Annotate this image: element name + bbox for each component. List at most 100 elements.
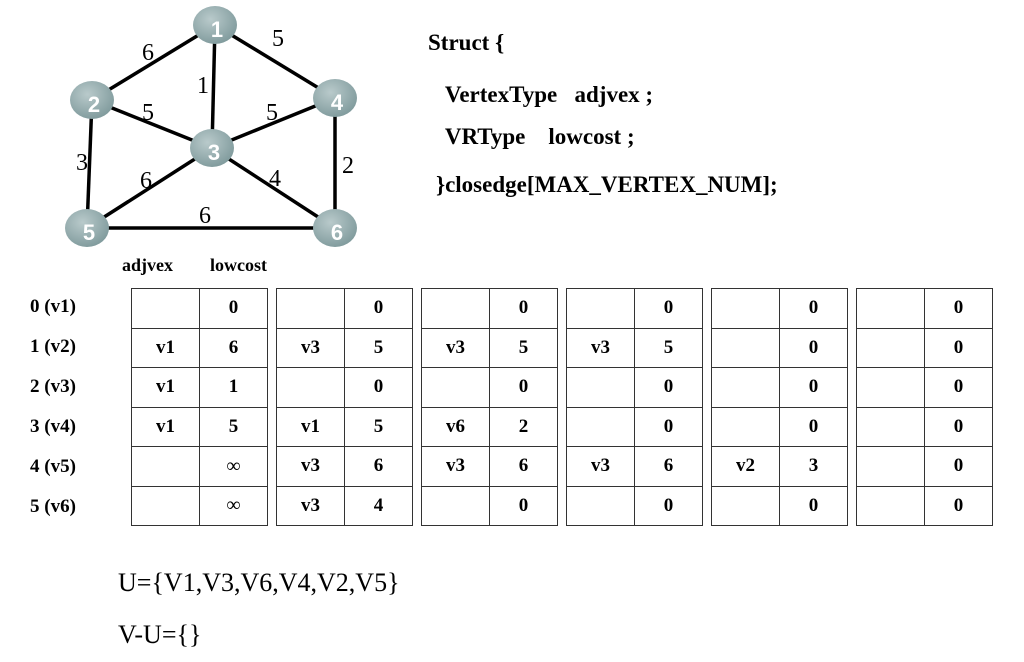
struct-code-line: Struct { (428, 30, 505, 55)
lowcost-cell: 0 (924, 327, 993, 368)
edge-1-2 (91, 23, 216, 102)
vertex-label: 1 (211, 17, 223, 42)
adjvex-cell (711, 367, 780, 408)
lowcost-cell: 6 (489, 446, 558, 487)
lowcost-cell: 0 (634, 288, 703, 329)
adjvex-cell (276, 367, 345, 408)
table-row: 0 (276, 288, 413, 329)
table-row: 0 (856, 485, 993, 526)
lowcost-cell: 6 (634, 446, 703, 487)
table-row: 0 (131, 288, 268, 329)
vertex-4 (313, 79, 357, 117)
table-row: 0 (711, 288, 848, 329)
edge-4-3 (211, 96, 336, 150)
adjvex-cell (856, 288, 925, 329)
row-label: 4 (v5) (30, 456, 76, 477)
struct-code-line: }closedge[MAX_VERTEX_NUM]; (436, 172, 778, 197)
lowcost-cell: 0 (779, 367, 848, 408)
lowcost-cell: 0 (924, 446, 993, 487)
lowcost-cell: 5 (344, 406, 413, 447)
table-row: 0 (566, 367, 703, 408)
vertex-6 (313, 209, 357, 247)
lowcost-cell: 0 (779, 327, 848, 368)
row-label: 0 (v1) (30, 296, 76, 317)
lowcost-cell: 0 (924, 485, 993, 526)
set-u: U={V1,V3,V6,V4,V2,V5} (118, 568, 400, 597)
edge-weight: 6 (140, 168, 152, 194)
adjvex-cell (711, 406, 780, 447)
edge-weight: 5 (266, 100, 278, 126)
vertex-5 (65, 209, 109, 247)
lowcost-cell: 0 (489, 485, 558, 526)
adjvex-cell (711, 327, 780, 368)
vertex-1 (193, 6, 237, 44)
lowcost-cell: 5 (199, 406, 268, 447)
lowcost-cell: 3 (779, 446, 848, 487)
adjvex-cell (421, 288, 490, 329)
edge-2-5 (85, 99, 94, 229)
table-row: 0 (856, 367, 993, 408)
adjvex-cell (566, 485, 635, 526)
adjvex-cell (131, 288, 200, 329)
lowcost-cell: 5 (634, 327, 703, 368)
edge-weight: 2 (342, 153, 354, 179)
lowcost-cell: 6 (344, 446, 413, 487)
vertex-label: 2 (88, 92, 100, 117)
lowcost-cell: 0 (779, 406, 848, 447)
lowcost-cell: 0 (634, 367, 703, 408)
lowcost-cell: 0 (634, 406, 703, 447)
adjvex-cell: v1 (276, 406, 345, 447)
lowcost-cell: 0 (779, 288, 848, 329)
vertex-label: 6 (331, 220, 343, 245)
table-row: 0 (566, 406, 703, 447)
table-row: ∞ (131, 485, 268, 526)
edge-weight: 6 (199, 203, 211, 229)
struct-code-line: VertexType adjvex ; (428, 82, 654, 107)
row-label: 5 (v6) (30, 496, 76, 517)
lowcost-cell: 0 (489, 367, 558, 408)
adjvex-cell (711, 288, 780, 329)
adjvex-cell (276, 288, 345, 329)
row-label: 2 (v3) (30, 376, 76, 397)
adjvex-cell (566, 406, 635, 447)
struct-code-line: VRType lowcost ; (428, 124, 635, 149)
lowcost-cell: 0 (779, 485, 848, 526)
table-row: 0 (276, 367, 413, 408)
adjvex-cell (856, 327, 925, 368)
set-v-minus-u: V-U={} (118, 620, 202, 649)
edge-3-5 (86, 146, 213, 230)
table-row: ∞ (131, 446, 268, 487)
adjvex-cell (856, 446, 925, 487)
lowcost-cell: 0 (924, 288, 993, 329)
header-adjvex: adjvex (122, 255, 173, 275)
table-row: 0 (711, 485, 848, 526)
row-label: 1 (v2) (30, 336, 76, 357)
vertex-label: 4 (331, 90, 344, 115)
vertex-label: 3 (208, 140, 220, 165)
adjvex-cell: v3 (421, 327, 490, 368)
adjvex-cell: v3 (276, 446, 345, 487)
table-row: 0 (421, 485, 558, 526)
adjvex-cell: v1 (131, 406, 200, 447)
edge-weight: 6 (142, 40, 154, 66)
lowcost-cell: ∞ (199, 485, 268, 526)
adjvex-cell: v1 (131, 367, 200, 408)
table-row: 0 (566, 485, 703, 526)
lowcost-cell: 0 (924, 367, 993, 408)
edge-1-4 (214, 23, 336, 100)
table-row: 0 (856, 327, 993, 368)
table-row: 0 (711, 367, 848, 408)
lowcost-cell: 0 (924, 406, 993, 447)
table-row: 0 (421, 288, 558, 329)
